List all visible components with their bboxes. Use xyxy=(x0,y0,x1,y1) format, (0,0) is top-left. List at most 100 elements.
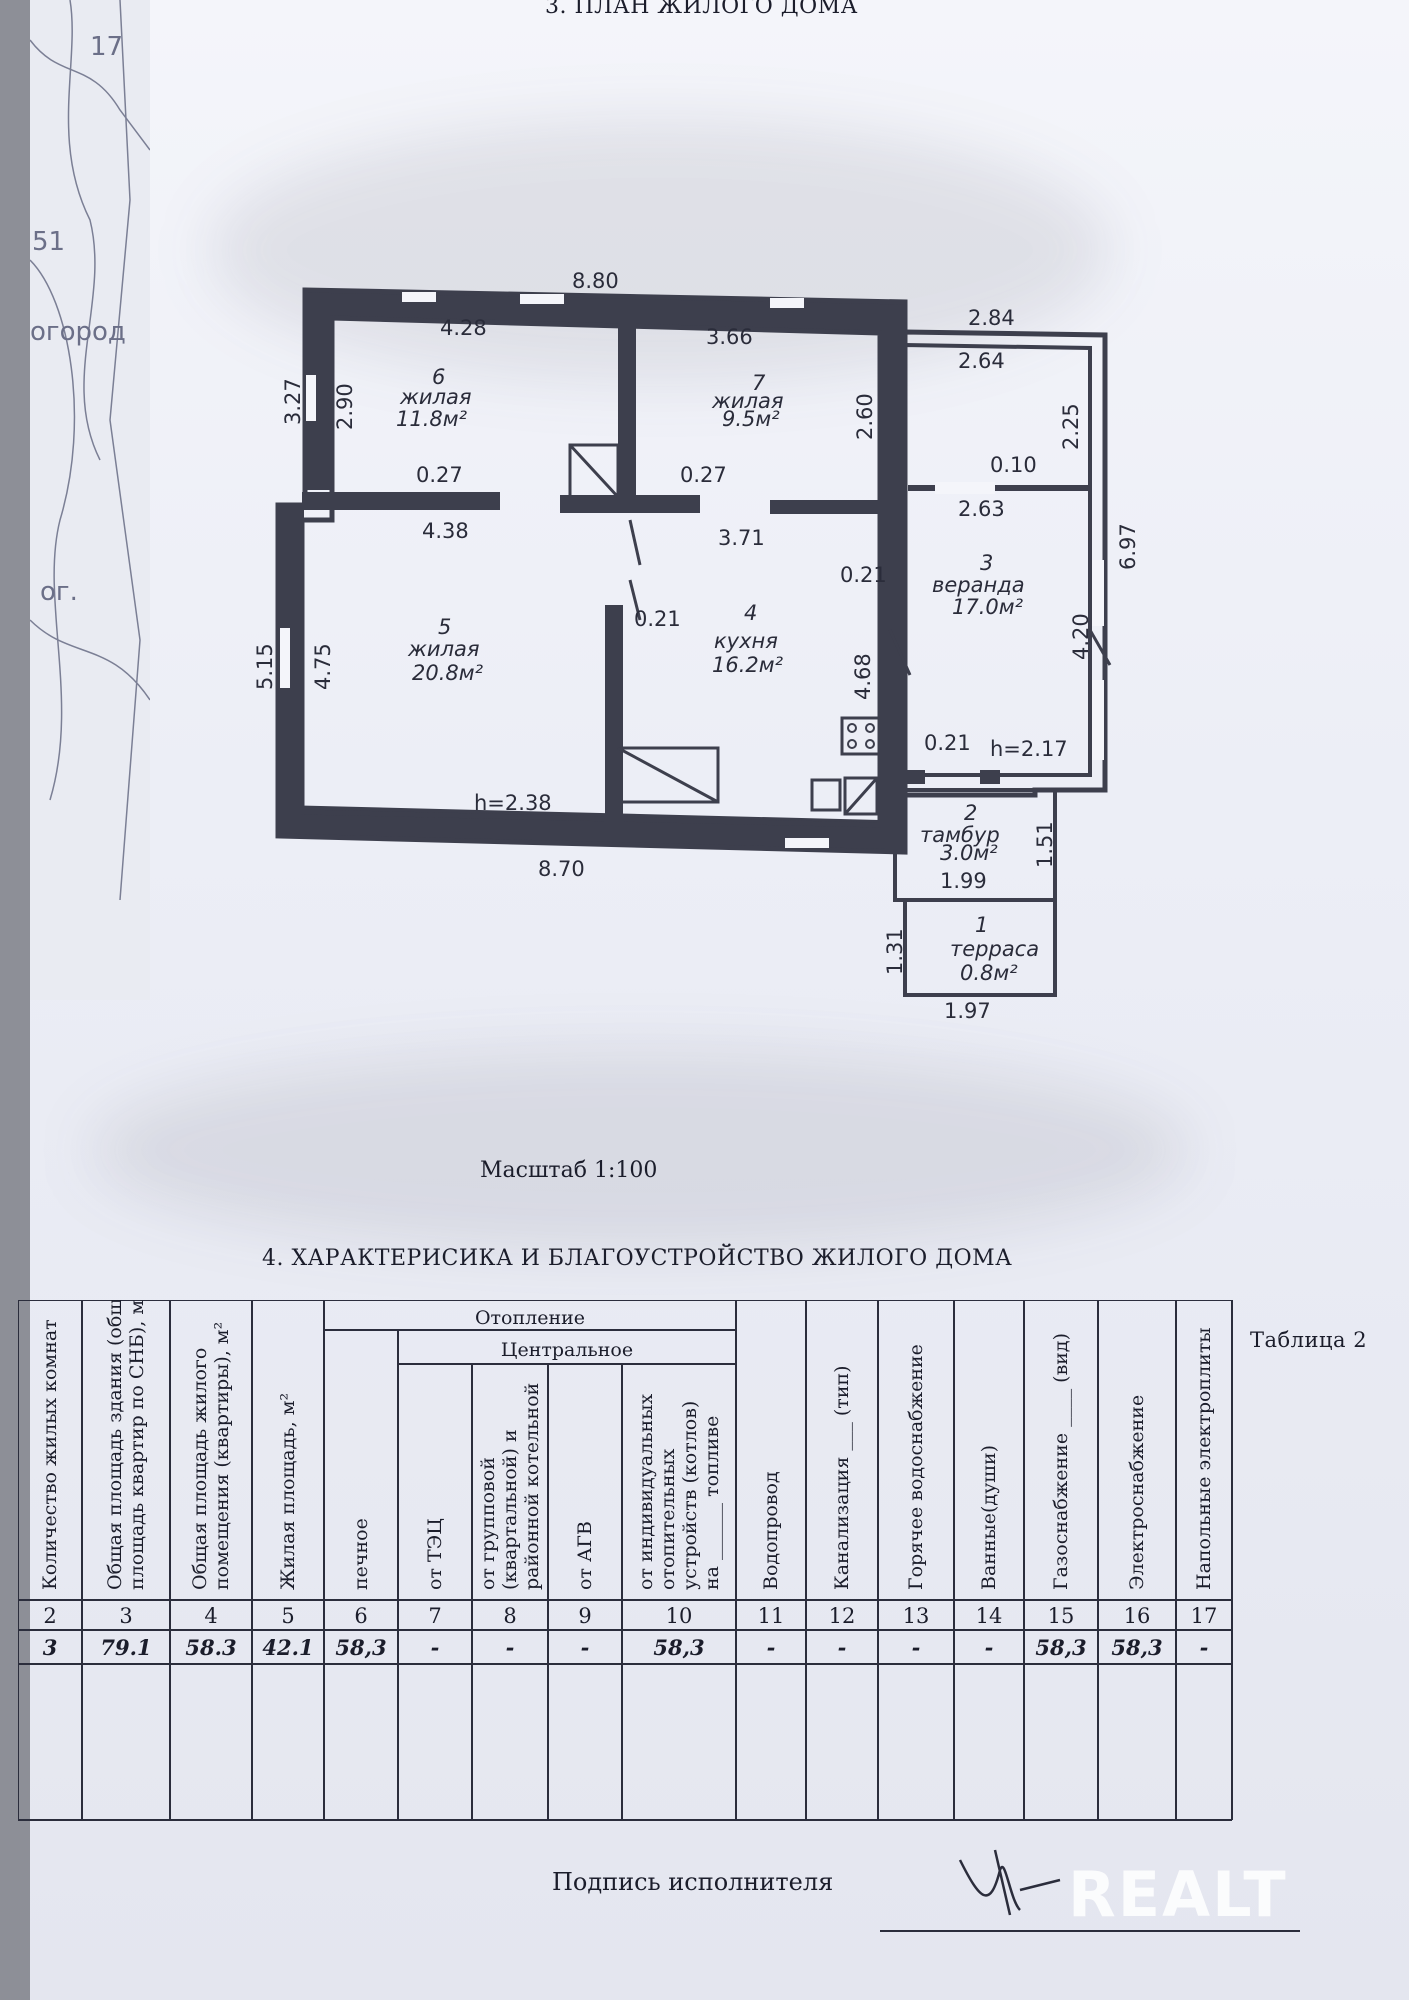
map-label: ог. xyxy=(40,577,78,607)
veranda-inner xyxy=(903,342,1092,777)
room-label-3: 3 веранда 17.0м² xyxy=(932,551,1025,619)
svg-text:веранда: веранда xyxy=(932,573,1025,597)
dim-kitchen-wall-right: 0.21 xyxy=(840,563,887,587)
veranda-outline xyxy=(902,329,1108,798)
signature-label: Подпись исполнителя xyxy=(552,1868,834,1896)
table-index-15: 15 xyxy=(1048,1604,1075,1628)
table-header-8: районной котельной xyxy=(521,1383,543,1590)
tambur-wall xyxy=(980,770,1000,784)
map-line xyxy=(30,619,150,701)
table-header-8: (квартальной) и xyxy=(499,1429,521,1590)
svg-text:7: 7 xyxy=(752,371,766,395)
table-header-15: Газоснабжение ____ (вид) xyxy=(1050,1333,1072,1590)
table-index-13: 13 xyxy=(903,1604,930,1628)
room-label-7: 7 жилая 9.5м² xyxy=(711,371,784,431)
window xyxy=(280,628,290,688)
table-value-16: 58,3 xyxy=(1111,1635,1162,1660)
svg-text:3.0м²: 3.0м² xyxy=(940,841,998,865)
table-header-11: Водопровод xyxy=(760,1471,782,1590)
dim-kitchen-width: 3.71 xyxy=(718,526,765,550)
table-index-9: 9 xyxy=(578,1604,591,1628)
house-inner xyxy=(299,315,883,828)
door-swing xyxy=(888,629,912,676)
svg-text:9.5м²: 9.5м² xyxy=(722,407,780,431)
dim-kitchen-height: 4.68 xyxy=(851,653,875,700)
table-header-4: Общая площадь жилого xyxy=(189,1348,211,1590)
dim-top-overall: 8.80 xyxy=(572,269,619,293)
partition-6-5 xyxy=(302,492,500,510)
svg-text:20.8м²: 20.8м² xyxy=(412,661,484,685)
window xyxy=(770,298,804,308)
table-header-5: Жилая площадь, м² xyxy=(277,1393,299,1590)
table-value-8: - xyxy=(506,1635,515,1660)
dim-tambur-height: h=2.17 xyxy=(990,737,1068,761)
table-header-6: печное xyxy=(350,1518,372,1590)
outer-wall xyxy=(280,290,905,850)
table-header-16: Электроснабжение xyxy=(1126,1395,1148,1590)
svg-text:17.0м²: 17.0м² xyxy=(952,595,1024,619)
room-label-6: 6 жилая 11.8м² xyxy=(396,365,472,431)
stove-line xyxy=(617,746,719,804)
dim-height: h=2.38 xyxy=(474,791,552,815)
dim-bottom-overall: 8.70 xyxy=(538,857,585,881)
background-map: 17 51 огород ог. xyxy=(30,0,150,1000)
watermark-logo: REALT xyxy=(1068,1858,1288,1931)
room-label-1: 1 терраса 0.8м² xyxy=(950,913,1039,985)
table-index-5: 5 xyxy=(281,1604,294,1628)
table-header-3: Общая площадь здания (общая xyxy=(104,1300,126,1590)
dim-room5-width: 4.38 xyxy=(422,519,469,543)
table-value-12: - xyxy=(838,1635,847,1660)
veranda-partition-gap xyxy=(935,482,995,494)
window xyxy=(1092,560,1104,626)
svg-text:жилая: жилая xyxy=(407,637,480,661)
table-value-9: - xyxy=(581,1635,590,1660)
scale-label: Масштаб 1:100 xyxy=(480,1158,658,1183)
burner xyxy=(865,723,875,733)
svg-text:6: 6 xyxy=(432,365,445,389)
house-outline xyxy=(275,287,908,855)
window xyxy=(785,838,829,848)
dim-left-upper-outer: 3.27 xyxy=(281,378,305,425)
door-swing xyxy=(628,579,642,621)
table-index-11: 11 xyxy=(758,1604,785,1628)
main-house-walls xyxy=(278,290,905,850)
dim-veranda-partition: 0.10 xyxy=(990,453,1037,477)
room-label-4: 4 кухня 16.2м² xyxy=(712,601,784,677)
table-index-2: 2 xyxy=(43,1604,56,1628)
map-line xyxy=(30,259,76,801)
boiler-small xyxy=(810,778,842,812)
dim-veranda-upper-height: 2.25 xyxy=(1059,403,1083,450)
burner xyxy=(847,723,857,733)
table-index-8: 8 xyxy=(503,1604,516,1628)
partition-kitchen-veranda-lower xyxy=(885,690,903,850)
table-value-7: - xyxy=(431,1635,440,1660)
dim-room7-width: 3.66 xyxy=(706,325,753,349)
handwritten-signature xyxy=(958,1849,1061,1916)
svg-text:1: 1 xyxy=(975,913,988,937)
partition-6-7 xyxy=(618,318,636,498)
svg-text:0.8м²: 0.8м² xyxy=(960,961,1018,985)
table-header-2: Количество жилых комнат xyxy=(39,1319,61,1590)
table-value-13: - xyxy=(912,1635,921,1660)
dim-left-lower-inner: 4.75 xyxy=(311,643,335,690)
door-swing xyxy=(1088,629,1112,666)
map-line xyxy=(30,39,150,151)
dim-veranda-top-inner: 2.64 xyxy=(958,349,1005,373)
svg-text:терраса: терраса xyxy=(950,937,1039,961)
table-index-17: 17 xyxy=(1191,1604,1218,1628)
table-index-6: 6 xyxy=(354,1604,367,1628)
window xyxy=(306,375,316,421)
dim-kitchen-wall-left: 0.21 xyxy=(634,607,681,631)
gas-cooker xyxy=(840,716,882,756)
dim-room7-wall: 0.27 xyxy=(680,463,727,487)
table-header-12: Канализация ___ (тип) xyxy=(831,1365,853,1590)
svg-text:11.8м²: 11.8м² xyxy=(396,407,468,431)
dim-tambur-width: 1.99 xyxy=(940,869,987,893)
table-header-10: от индивидуальных xyxy=(635,1394,657,1590)
table-value-4: 58.3 xyxy=(185,1635,236,1660)
dim-veranda-mid-width: 2.63 xyxy=(958,497,1005,521)
table-index-7: 7 xyxy=(428,1604,441,1628)
table-index-16: 16 xyxy=(1124,1604,1151,1628)
stair-line xyxy=(568,443,620,499)
stair-hatch xyxy=(568,443,620,499)
